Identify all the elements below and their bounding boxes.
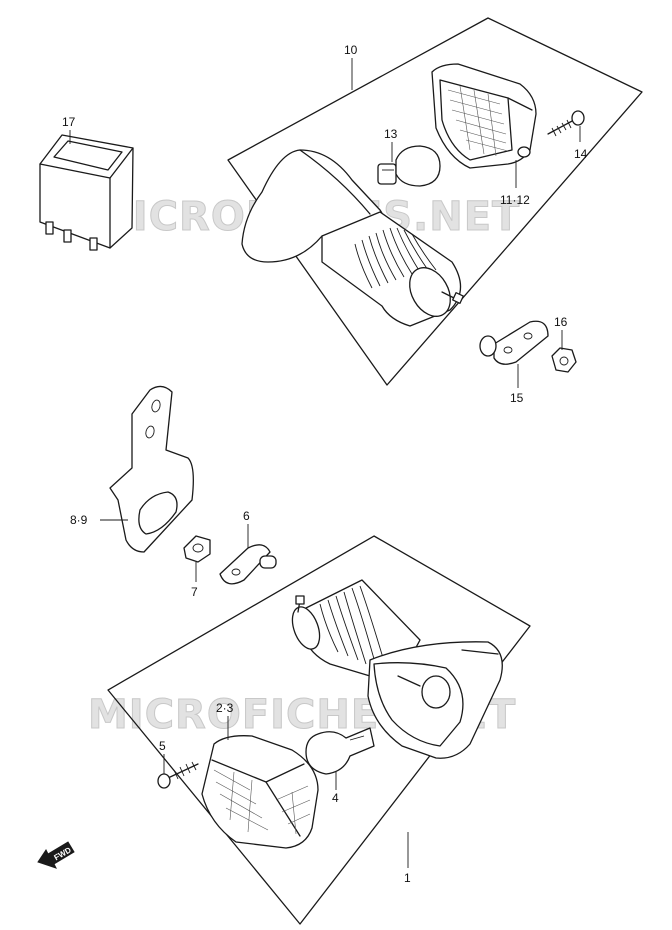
callout-16: 16 bbox=[554, 315, 568, 329]
rear-assembly-frame bbox=[227, 17, 643, 386]
bulb-bottom-part[interactable] bbox=[305, 727, 375, 775]
relay-part[interactable] bbox=[39, 134, 134, 251]
callout-4: 4 bbox=[332, 791, 339, 805]
screw-top-part[interactable] bbox=[547, 110, 585, 137]
callout-6: 6 bbox=[243, 509, 250, 523]
bulb-top-part[interactable] bbox=[377, 145, 441, 187]
nut-top-part[interactable] bbox=[551, 347, 577, 373]
callout-7: 7 bbox=[191, 585, 198, 599]
callout-13: 13 bbox=[384, 127, 398, 141]
front-assembly-frame bbox=[107, 535, 531, 925]
callout-8-9: 8·9 bbox=[70, 513, 88, 527]
callout-14: 14 bbox=[574, 147, 588, 161]
bracket-part[interactable] bbox=[109, 385, 194, 553]
callout-2-3: 2·3 bbox=[216, 701, 234, 715]
front-lens-part[interactable] bbox=[201, 735, 319, 849]
callout-17: 17 bbox=[62, 115, 76, 129]
callout-15: 15 bbox=[510, 391, 524, 405]
callout-5: 5 bbox=[159, 739, 166, 753]
callout-10: 10 bbox=[344, 43, 358, 57]
rear-turn-signal-part[interactable] bbox=[241, 149, 464, 327]
nut-middle-part[interactable] bbox=[183, 535, 211, 563]
spacer-plate-part[interactable] bbox=[479, 320, 549, 365]
callout-1: 1 bbox=[404, 871, 411, 885]
rear-lens-part[interactable] bbox=[431, 63, 537, 169]
forward-arrow-icon: FWD bbox=[37, 841, 75, 869]
spacer-middle-part[interactable] bbox=[219, 544, 277, 585]
leader-lines bbox=[69, 58, 581, 868]
callout-11-12: 11·12 bbox=[500, 193, 530, 207]
front-turn-signal-part[interactable] bbox=[287, 579, 503, 759]
